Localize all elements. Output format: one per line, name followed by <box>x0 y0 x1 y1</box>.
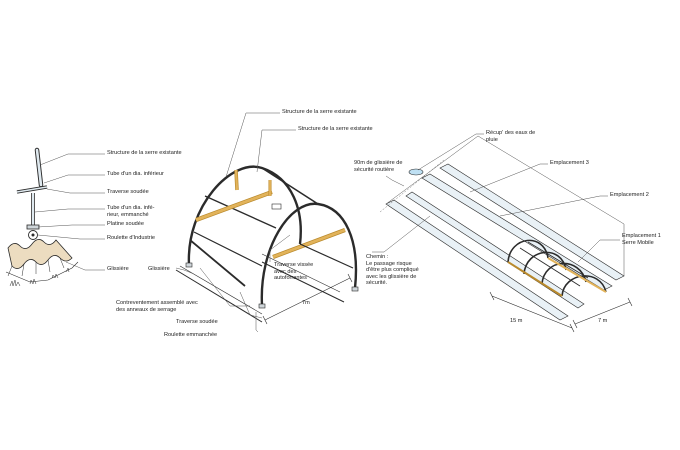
label-glissiere-90m: 90m de glissière de sécurité routière <box>354 160 403 173</box>
label-chemin: Chemin : Le passage risque d'être plus c… <box>366 254 419 287</box>
label-structure-top-1: Structure de la serre existante <box>282 109 357 115</box>
label-glissiere-left: Glissière <box>107 266 129 272</box>
label-dim-7m-middle: 7m <box>302 300 310 306</box>
greenhouse-frame-icon <box>175 165 359 323</box>
label-tube-inferieur: Tube d'un dia. inférieur <box>107 171 164 177</box>
label-emplacement-3: Emplacement 3 <box>550 160 589 166</box>
label-structure-top-2: Structure de la serre existante <box>298 126 373 132</box>
label-traverse-vissee: Traverse vissée avec des autoforrantes <box>274 262 314 282</box>
pipe-assembly-icon <box>5 147 79 287</box>
right-leader-lines <box>372 133 620 263</box>
label-platine-soudee: Platine soudée <box>107 221 145 227</box>
label-traverse-soudee-middle: Traverse soudée <box>176 319 218 325</box>
label-recup-eaux: Récup' des eaux de pluie <box>486 130 536 143</box>
label-glissiere-middle: Glissière <box>148 266 170 272</box>
site-plan-icon <box>379 135 625 321</box>
dimension-lines-right <box>489 291 633 333</box>
middle-leader-lines <box>175 112 296 333</box>
left-leader-lines <box>34 153 105 271</box>
label-dim-7m-right: 7 m <box>598 318 608 324</box>
label-contreventement: Contreventement assemblé avec des anneau… <box>116 300 198 313</box>
label-emplacement-1: Emplacement 1 Serre Mobile <box>622 233 661 246</box>
dimension-7m-middle <box>262 273 353 325</box>
label-structure-existante: Structure de la serre existante <box>107 150 182 156</box>
label-tube-emmanche: Tube d'un dia. infé- rieur, emmanché <box>107 205 155 218</box>
label-roulette-industrie: Roulette d'Industrie <box>107 235 156 241</box>
label-traverse-soudee: Traverse soudée <box>107 189 149 195</box>
label-dim-15m: 15 m <box>510 318 523 324</box>
label-emplacement-2: Emplacement 2 <box>610 192 649 198</box>
label-roulette-emmanchee: Roulette emmanchée <box>164 332 218 338</box>
